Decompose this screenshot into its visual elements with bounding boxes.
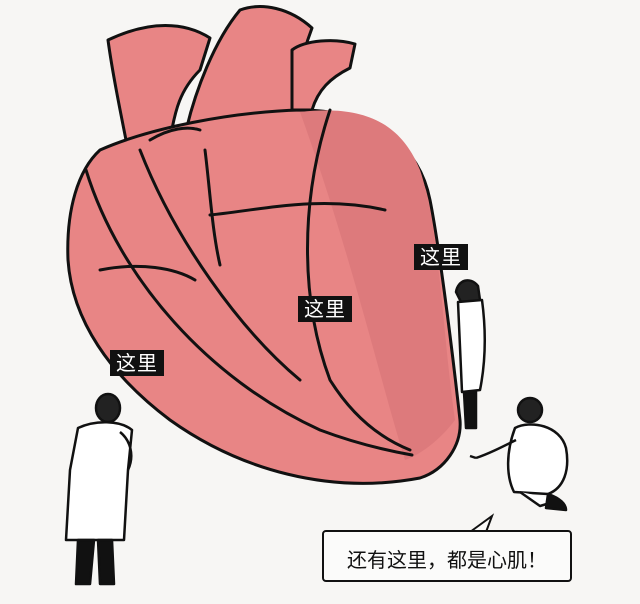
doctor-figure-right-crouching (469, 396, 569, 512)
speech-bubble-text: 还有这里，都是心肌！ (347, 548, 547, 572)
label-here-right: 这里 (414, 244, 468, 270)
speech-bubble: 还有这里，都是心肌！ (322, 530, 572, 582)
label-here-left: 这里 (110, 350, 164, 376)
doctor-figure-right-standing (454, 279, 487, 430)
label-here-center: 这里 (298, 296, 352, 322)
heart-illustration (66, 5, 462, 485)
doctor-figure-left (64, 392, 134, 586)
